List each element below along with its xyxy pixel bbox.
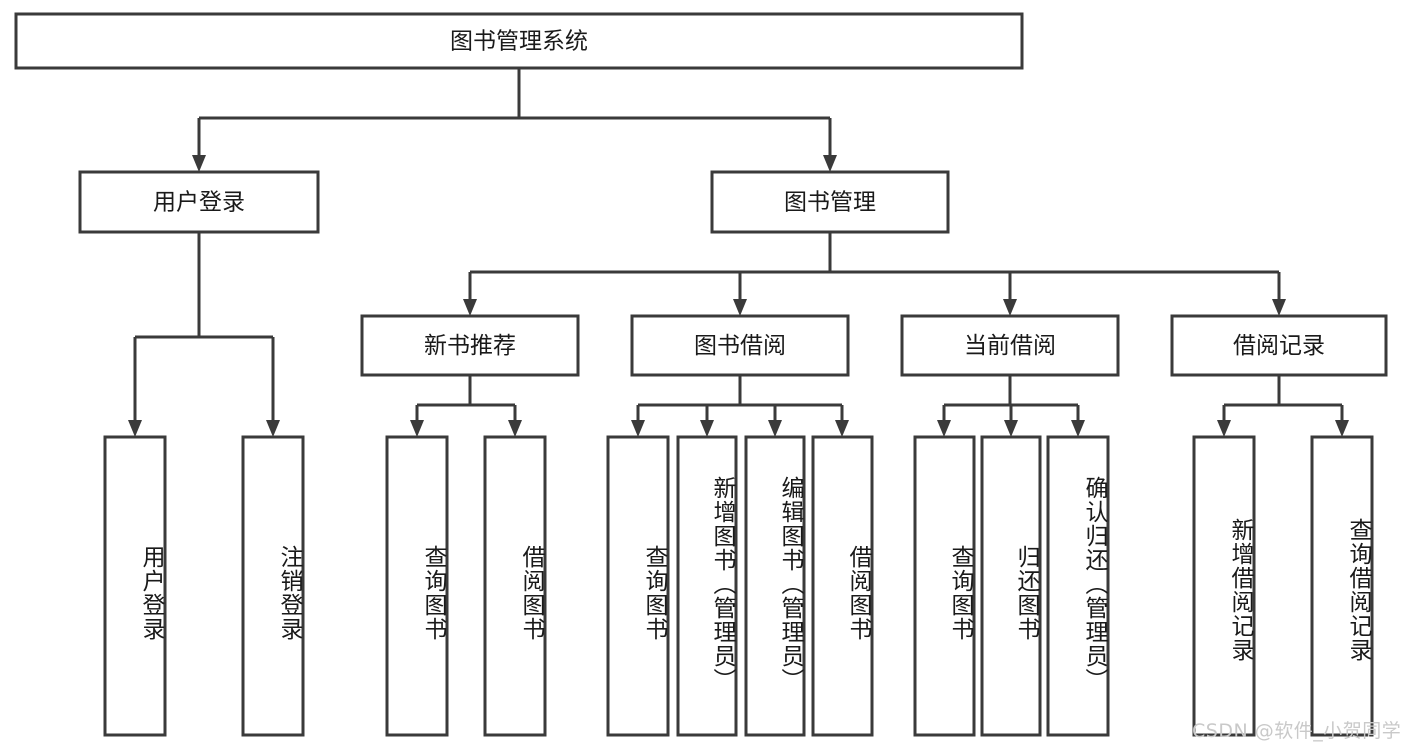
arrow-head-icon [266, 420, 280, 437]
node-box-book-borrow[interactable] [630, 314, 850, 377]
arrow-head-icon [192, 155, 206, 172]
arrow-head-icon [937, 420, 951, 437]
node-label-current-borrow: 当前借阅 [964, 333, 1056, 359]
node-box-leaf-user-login[interactable] [103, 435, 167, 737]
boxes-layer [14, 12, 1388, 737]
node-label-user-login: 用户登录 [153, 190, 245, 216]
node-box-leaf-logout[interactable] [241, 435, 305, 737]
arrow-head-icon [1272, 299, 1286, 316]
arrow-head-icon [700, 420, 714, 437]
node-box-borrow-record[interactable] [1170, 314, 1388, 377]
node-box-leaf-query-book-recommend[interactable] [385, 435, 449, 737]
arrow-head-icon [835, 420, 849, 437]
node-box-leaf-query-book-current[interactable] [913, 435, 976, 737]
arrow-head-icon [508, 420, 522, 437]
arrow-head-icon [1335, 420, 1349, 437]
arrow-head-icon [1217, 420, 1231, 437]
node-box-leaf-edit-book[interactable] [744, 435, 806, 737]
node-box-leaf-query-borrow-record[interactable] [1310, 435, 1374, 737]
node-label-book-borrow: 图书借阅 [694, 333, 786, 359]
arrow-head-icon [823, 155, 837, 172]
arrow-head-icon [1003, 299, 1017, 316]
arrow-head-icon [1004, 420, 1018, 437]
connectors-layer [128, 68, 1349, 437]
node-box-leaf-confirm-return[interactable] [1046, 435, 1110, 737]
node-box-leaf-borrow-book[interactable] [811, 435, 874, 737]
node-label-book-manage: 图书管理 [784, 190, 876, 216]
arrow-head-icon [410, 420, 424, 437]
arrow-head-icon [128, 420, 142, 437]
node-box-leaf-add-book[interactable] [676, 435, 738, 737]
node-box-user-login[interactable] [78, 170, 320, 234]
arrow-head-icon [631, 420, 645, 437]
node-box-leaf-borrow-book-recommend[interactable] [483, 435, 547, 737]
node-box-leaf-add-borrow-record[interactable] [1192, 435, 1256, 737]
watermark-csdn: CSDN @软件_小贺同学 [1192, 720, 1402, 742]
node-box-new-book-recommend[interactable] [360, 314, 580, 377]
node-box-current-borrow[interactable] [900, 314, 1120, 377]
node-label-new-book-recommend: 新书推荐 [424, 333, 516, 359]
arrow-head-icon [733, 299, 747, 316]
arrow-head-icon [768, 420, 782, 437]
node-label-borrow-record: 借阅记录 [1233, 333, 1325, 359]
arrow-head-icon [463, 299, 477, 316]
node-label-root: 图书管理系统 [450, 29, 588, 55]
node-box-book-manage[interactable] [710, 170, 950, 234]
node-box-leaf-query-book-borrow[interactable] [606, 435, 670, 737]
node-box-root[interactable] [14, 12, 1024, 70]
arrow-head-icon [1071, 420, 1085, 437]
node-box-leaf-return-book[interactable] [980, 435, 1042, 737]
